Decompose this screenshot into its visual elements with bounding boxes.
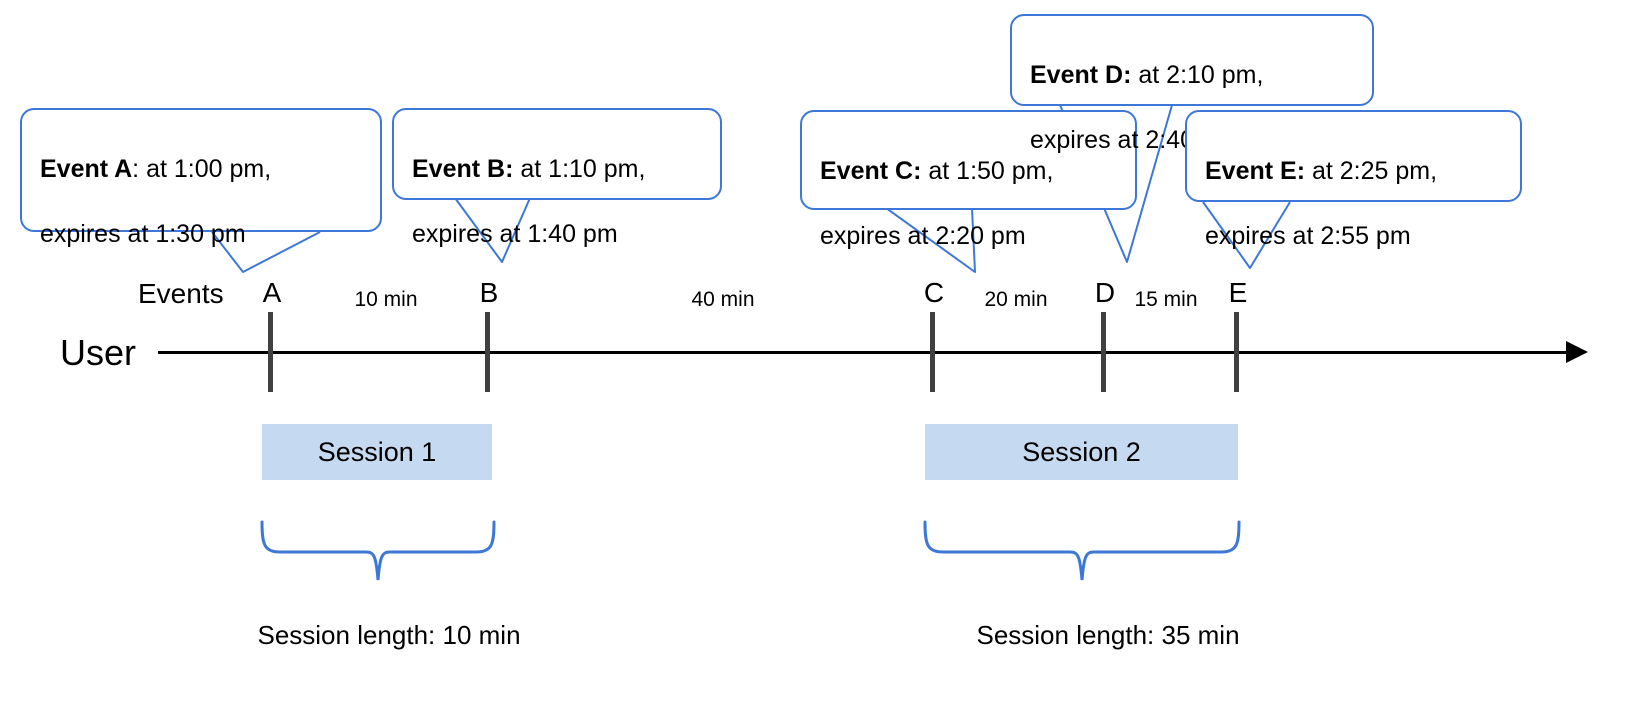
callout-event-d[interactable]: Event D: at 2:10 pm, expires at 2:40 pm: [1010, 14, 1374, 154]
callout-event-e-title: Event E: [1205, 156, 1297, 185]
callout-event-a-line2: expires at 1:30 pm: [40, 219, 246, 248]
tick-label-a: A: [262, 277, 282, 308]
tick-mark-e: [1234, 312, 1239, 392]
session-2-brace: [923, 520, 1241, 581]
callout-event-a[interactable]: Event A: at 1:00 pm, expires at 1:30 pm: [20, 108, 382, 248]
callout-event-e[interactable]: Event E: at 2:25 pm, expires at 2:55 pm: [1185, 110, 1522, 250]
callout-event-a-sep: :: [132, 154, 147, 183]
callout-event-e-line2: expires at 2:55 pm: [1205, 221, 1411, 250]
tick-label-b: B: [479, 277, 499, 308]
events-row-label: Events: [138, 278, 224, 309]
callout-event-e-line1: at 2:25 pm,: [1311, 156, 1438, 185]
session-1-brace: [260, 520, 496, 581]
callout-event-d-sep: :: [1123, 60, 1132, 89]
callout-event-c-title: Event C: [820, 156, 914, 185]
interval-label-a-b: 10 min: [354, 288, 418, 311]
callout-event-e-sep: :: [1296, 156, 1306, 185]
callout-event-c-line2: expires at 2:20 pm: [820, 221, 1026, 250]
callout-event-b[interactable]: Event B: at 1:10 pm, expires at 1:40 pm: [392, 108, 722, 248]
tick-label-e: E: [1228, 277, 1248, 308]
callout-event-a-line1: at 1:00 pm,: [146, 154, 272, 183]
timeline-axis-arrowhead: [1566, 341, 1588, 363]
callout-event-a-title: Event A: [40, 154, 133, 183]
callout-event-c-sep: :: [913, 156, 922, 185]
user-lane-label: User: [60, 332, 137, 373]
interval-label-c-d: 20 min: [984, 288, 1048, 311]
timeline-axis: [158, 351, 1568, 354]
session-2-length-label: Session length: 35 min: [976, 620, 1240, 650]
tick-label-d: D: [1094, 277, 1116, 308]
callout-event-b-sep: :: [505, 154, 514, 183]
callout-event-d-line1: at 2:10 pm,: [1138, 60, 1264, 89]
callout-event-b-line1: at 1:10 pm,: [520, 154, 646, 183]
callout-event-d-title: Event D: [1030, 60, 1124, 89]
tick-mark-a: [268, 312, 273, 392]
callout-event-b-title: Event B: [412, 154, 506, 183]
session-box-2[interactable]: Session 2: [925, 424, 1238, 480]
session-box-2-label: Session 2: [1022, 436, 1141, 467]
tick-mark-c: [930, 312, 935, 392]
callout-event-b-line2: expires at 1:40 pm: [412, 219, 618, 248]
callout-event-c-line1: at 1:50 pm,: [928, 156, 1054, 185]
tick-label-c: C: [923, 277, 945, 308]
session-box-1[interactable]: Session 1: [262, 424, 492, 480]
session-box-1-label: Session 1: [317, 436, 437, 467]
tick-mark-d: [1101, 312, 1106, 392]
session-1-length-label: Session length: 10 min: [257, 620, 521, 650]
interval-label-d-e: 15 min: [1134, 288, 1198, 311]
interval-label-b-c: 40 min: [691, 288, 755, 311]
tick-mark-b: [485, 312, 490, 392]
